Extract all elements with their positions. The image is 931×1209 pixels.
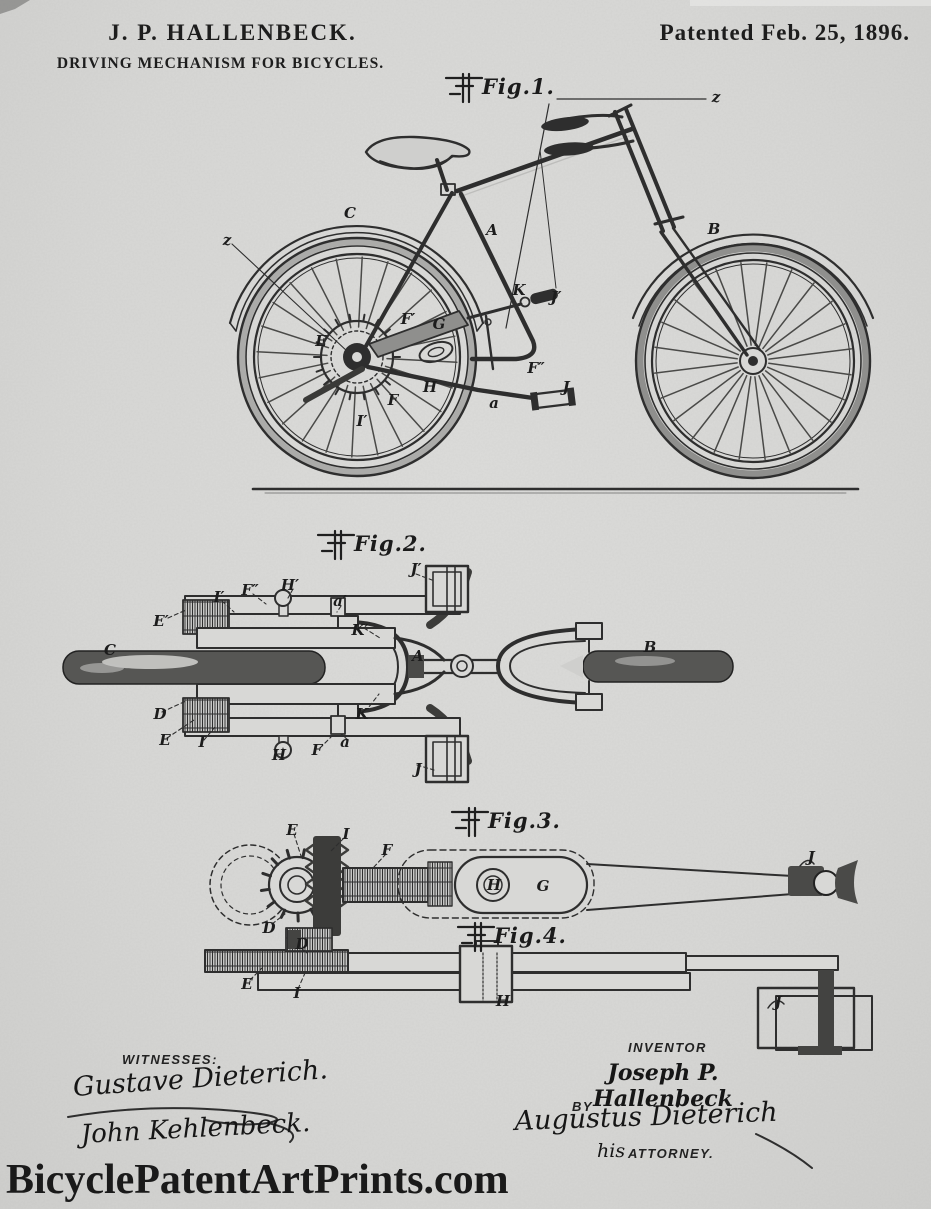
watermark-text: BicyclePatentArtPrints.com xyxy=(6,1157,509,1203)
fig1-drawing xyxy=(228,98,875,494)
attorney-label: ATTORNEY. xyxy=(628,1146,715,1161)
signature-flourishes xyxy=(67,1107,813,1169)
fig3-drawing xyxy=(209,833,858,936)
by-label: BY xyxy=(572,1099,594,1114)
fig4-caption: Fig.4. xyxy=(494,923,567,948)
fig1-caption-mark xyxy=(444,72,484,104)
fig3-caption-mark xyxy=(450,806,490,838)
fig2-caption: Fig.2. xyxy=(354,531,427,556)
patent-date: Patented Feb. 25, 1896. xyxy=(659,20,910,45)
fig1-caption: Fig.1. xyxy=(482,74,555,99)
his-label: his xyxy=(597,1140,626,1162)
fig3-caption: Fig.3. xyxy=(488,808,561,833)
fig2-drawing xyxy=(62,564,734,784)
inventor-heading: INVENTOR xyxy=(628,1040,707,1055)
fig4-drawing xyxy=(204,927,873,1055)
witnesses-heading: WITNESSES: xyxy=(122,1052,218,1067)
patent-inventor-header: J. P. HALLENBECK. xyxy=(108,20,357,45)
inventor-name: Joseph P. Hallenbeck xyxy=(593,1060,733,1112)
fig2-caption-mark xyxy=(316,529,356,561)
patent-title: DRIVING MECHANISM FOR BICYCLES. xyxy=(56,55,385,72)
